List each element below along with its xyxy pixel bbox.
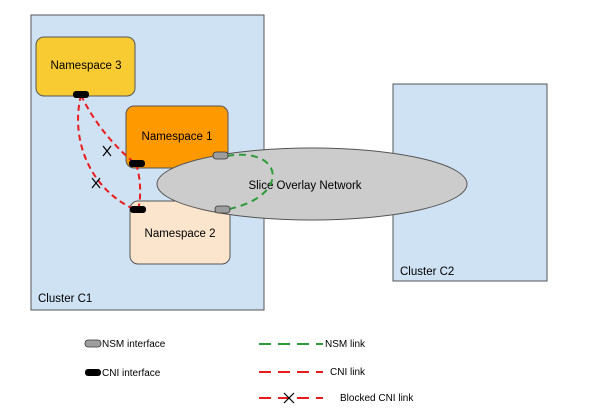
legend: NSM interface CNI interface NSM link CNI… <box>84 339 414 404</box>
namespace-3-label: Namespace 3 <box>51 60 122 72</box>
namespace-1-label: Namespace 1 <box>142 131 213 143</box>
legend-cni-interface-label: CNI interface <box>102 368 161 379</box>
nsm-interface-ns1 <box>212 151 229 160</box>
legend-blocked-cni-link-label: Blocked CNI link <box>340 393 414 404</box>
legend-cni-interface-icon <box>85 369 101 376</box>
cluster-c2-label: Cluster C2 <box>400 266 454 278</box>
blocked-cni-link-ns3-ns2 <box>77 94 137 211</box>
nsm-link <box>223 153 274 211</box>
legend-cni-link-label: CNI link <box>330 367 366 378</box>
legend-nsm-link-label: NSM link <box>325 339 366 350</box>
slice-overlay-network-label: Slice Overlay Network <box>248 180 361 192</box>
namespace-2-label: Namespace 2 <box>145 228 216 240</box>
legend-nsm-interface-icon <box>84 339 102 348</box>
cni-interface-ns2 <box>130 206 146 213</box>
slice-overlay-network <box>156 147 468 221</box>
cluster-c1-label: Cluster C1 <box>38 293 92 305</box>
blocked-cni-link-ns3-ns1 <box>80 94 137 165</box>
blocked-marker-icon <box>102 145 112 157</box>
nsm-interface-ns2 <box>214 205 231 214</box>
blocked-marker-icon <box>91 177 101 189</box>
cni-interface-ns1 <box>129 160 145 167</box>
cni-interface-ns3 <box>73 91 89 98</box>
legend-nsm-interface-label: NSM interface <box>102 339 166 350</box>
legend-blocked-marker-icon <box>283 392 295 404</box>
